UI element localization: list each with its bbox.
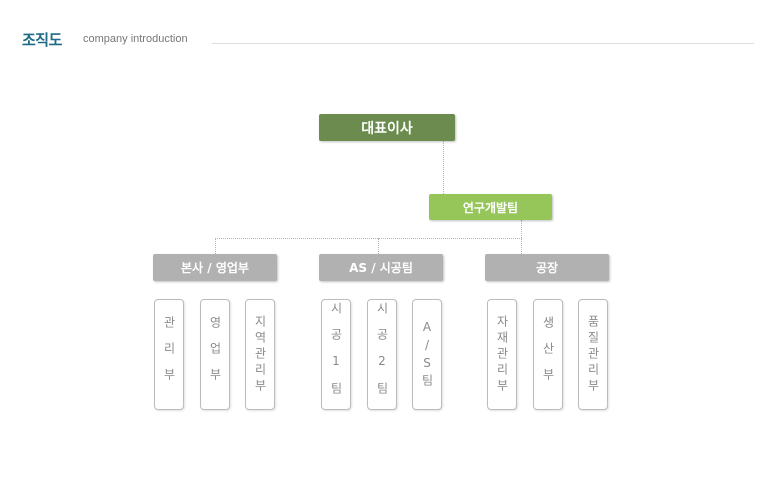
team-label: 생산부 [541,315,555,394]
division-hq-sales: 본사 / 영업부 [153,254,277,281]
team-label: A/S팀 [420,319,434,390]
team-production: 생산부 [533,299,563,410]
team-label: 자재관리부 [495,314,509,395]
team-label: 영업부 [208,315,222,394]
connector-division-hq [215,238,216,254]
team-quality-management: 품질관리부 [578,299,608,410]
team-as: A/S팀 [412,299,442,410]
connector-division-factory [521,238,522,254]
team-label: 시공2팀 [375,301,389,408]
team-management: 관리부 [154,299,184,410]
team-label: 관리부 [162,315,176,394]
page-subtitle: company introduction [83,33,188,45]
ceo-box: 대표이사 [319,114,455,141]
team-label: 품질관리부 [586,314,600,395]
team-label: 시공1팀 [329,301,343,408]
connector-horizontal [215,238,522,239]
page-title: 조직도 [22,31,62,49]
team-construction-2: 시공2팀 [367,299,397,410]
division-factory: 공장 [485,254,609,281]
connector-rnd-down [521,220,522,238]
connector-ceo-rnd [443,141,444,194]
connector-division-as [378,238,379,254]
division-as-construction: AS / 시공팀 [319,254,443,281]
rnd-team-box: 연구개발팀 [429,194,552,220]
team-materials-management: 자재관리부 [487,299,517,410]
title-divider [212,43,754,44]
team-label: 지역관리부 [253,314,267,395]
team-construction-1: 시공1팀 [321,299,351,410]
team-regional-management: 지역관리부 [245,299,275,410]
team-sales: 영업부 [200,299,230,410]
